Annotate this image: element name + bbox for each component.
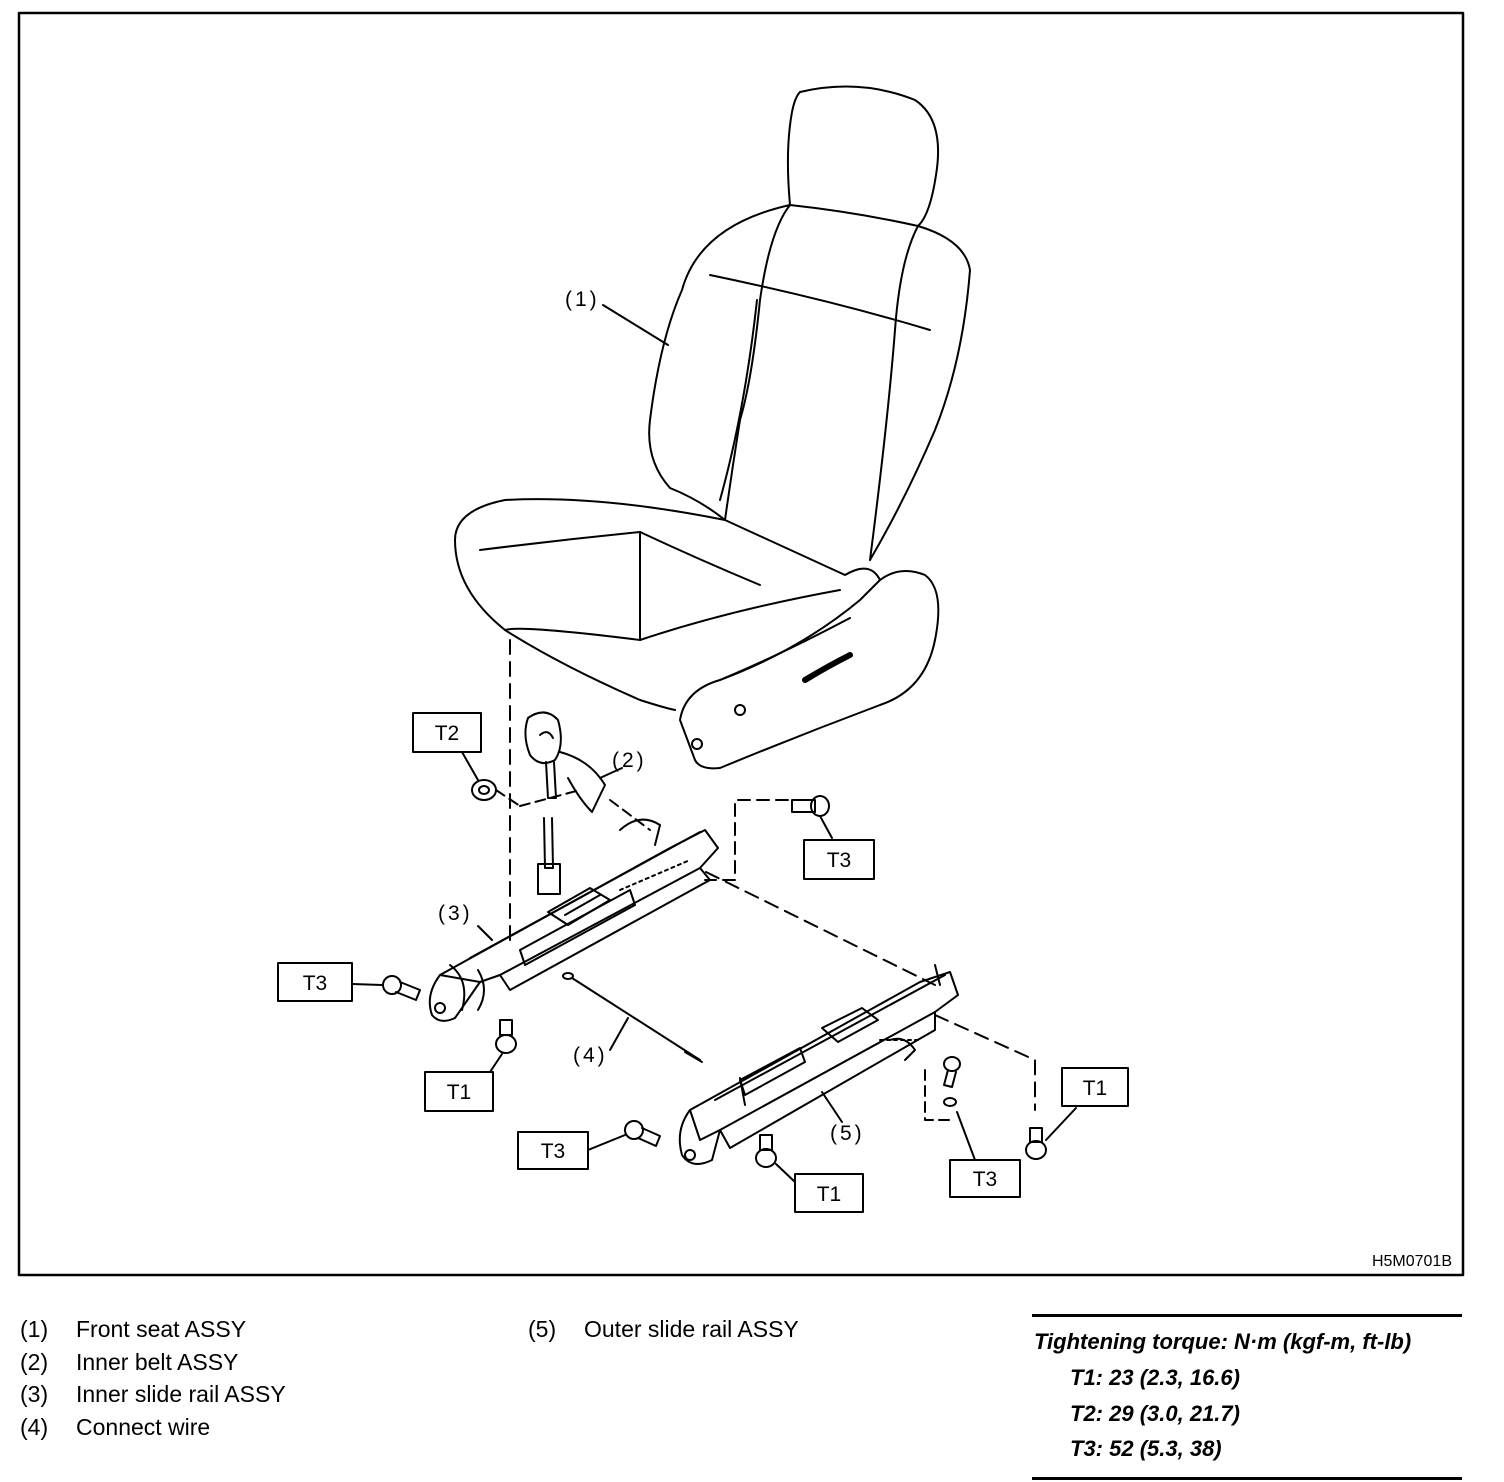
legend-text: Front seat ASSY bbox=[76, 1316, 247, 1342]
figure-code: H5M0701B bbox=[1372, 1253, 1452, 1270]
t1-bottom-bolt bbox=[755, 1134, 796, 1183]
legend-text: Outer slide rail ASSY bbox=[584, 1316, 799, 1342]
outer-slide-rail-assy bbox=[678, 964, 959, 1165]
torque-tag-t3-left: T3 bbox=[303, 972, 328, 995]
connect-wire bbox=[562, 972, 703, 1063]
callout-3: (3) bbox=[438, 902, 473, 925]
t1-left-bolt bbox=[489, 1019, 517, 1073]
torque-tag-t3-bottom-left: T3 bbox=[541, 1140, 566, 1163]
t3-bottom-left-bolt bbox=[587, 1120, 661, 1151]
t1-right-bolt bbox=[1025, 1107, 1077, 1160]
torque-tag-t1-bottom: T1 bbox=[817, 1183, 842, 1206]
callout-1: (1) bbox=[565, 288, 600, 311]
front-seat-assy bbox=[454, 85, 971, 770]
t2-nut bbox=[461, 751, 521, 807]
torque-tag-t1-right-box bbox=[1061, 1067, 1129, 1107]
torque-tag-t3-bottom-left-box bbox=[517, 1131, 589, 1170]
legend-text: Inner slide rail ASSY bbox=[76, 1381, 286, 1407]
torque-tag-t3-top: T3 bbox=[827, 849, 852, 872]
legend-num: (1) bbox=[20, 1316, 49, 1342]
callout-5: (5) bbox=[830, 1122, 865, 1145]
torque-tag-t1-bottom-box bbox=[794, 1173, 864, 1213]
legend-text: Connect wire bbox=[76, 1414, 211, 1440]
inner-belt-assy bbox=[524, 711, 623, 895]
t3-bottom-right-bolt bbox=[924, 1056, 976, 1161]
torque-tag-t3-bottom-right-box bbox=[949, 1159, 1021, 1198]
torque-tag-t3-left-box bbox=[277, 962, 353, 1002]
torque-table-heading: Tightening torque: N·m (kgf-m, ft-lb) bbox=[1034, 1329, 1412, 1354]
legend-num: (4) bbox=[20, 1414, 49, 1440]
torque-tag-t2: T2 bbox=[435, 722, 460, 745]
legend-num: (5) bbox=[528, 1316, 557, 1342]
legend-num: (2) bbox=[20, 1349, 49, 1375]
legend-text: Inner belt ASSY bbox=[76, 1349, 239, 1375]
torque-tag-t1-left: T1 bbox=[447, 1081, 472, 1104]
torque-row-t2: T2: 29 (3.0, 21.7) bbox=[1070, 1401, 1240, 1426]
torque-tag-t1-right: T1 bbox=[1083, 1077, 1108, 1100]
torque-row-t1: T1: 23 (2.3, 16.6) bbox=[1070, 1365, 1240, 1390]
inner-slide-rail-assy bbox=[428, 818, 719, 1022]
torque-tag-t2-box bbox=[412, 712, 482, 753]
legend-num: (3) bbox=[20, 1381, 49, 1407]
callout-4: (4) bbox=[573, 1044, 608, 1067]
exploded-diagram: (1) (2) (3) (4) (5) T2 T3 T3 T1 T1 T3 T1… bbox=[17, 11, 1465, 1277]
callout-2: (2) bbox=[612, 749, 647, 772]
t3-top-bolt bbox=[704, 795, 833, 881]
torque-tag-t1-left-box bbox=[424, 1071, 494, 1112]
diagram-frame bbox=[17, 11, 1465, 1277]
t3-left-bolt bbox=[351, 975, 421, 1001]
torque-tag-t3-top-box bbox=[803, 839, 875, 880]
torque-tag-t3-bottom-right: T3 bbox=[973, 1168, 998, 1191]
torque-table: Tightening torque: N·m (kgf-m, ft-lb) T1… bbox=[1032, 1314, 1462, 1480]
torque-row-t3: T3: 52 (5.3, 38) bbox=[1070, 1436, 1222, 1461]
